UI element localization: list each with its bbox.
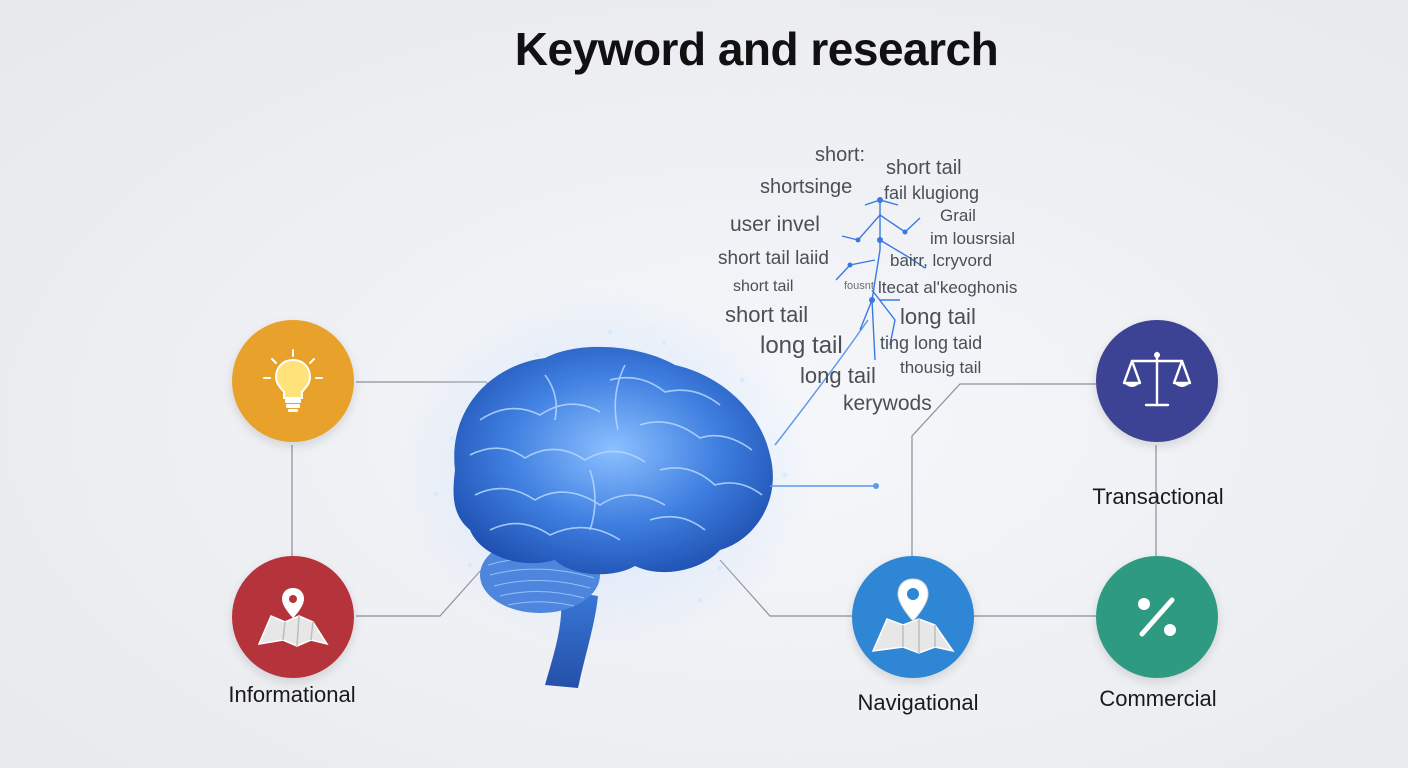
brain-illustration: [433, 319, 879, 688]
navigational-node: [852, 556, 974, 678]
map-pin-icon: [257, 588, 329, 647]
commercial-node: [1096, 556, 1218, 678]
keyword-network-nodes: [847, 197, 908, 303]
keyword-item: Grail: [940, 206, 976, 225]
navigational-label: Navigational: [857, 690, 979, 715]
keyword-item: short tail laiid: [718, 248, 829, 269]
keyword-item: fail klugiong: [884, 183, 980, 203]
brain-link-keywords: [774, 319, 869, 446]
keyword-item: long tail: [800, 363, 876, 388]
informational-node: [232, 320, 354, 442]
map-pin-icon: [871, 578, 955, 654]
keyword-item: short tail: [725, 302, 809, 327]
keyword-item: ltecat al'keoghonis: [878, 278, 1018, 297]
lightbulb-icon: [263, 349, 323, 412]
keyword-item: kerywods: [843, 392, 932, 415]
keyword-item: ting long taid: [880, 333, 983, 353]
keyword-item: long tail: [900, 304, 976, 329]
keyword-item: short tail: [886, 157, 962, 179]
keyword-item: im lousrsial: [930, 229, 1016, 248]
transactional-label: Transactional: [1092, 484, 1224, 509]
keyword-item: user invel: [730, 213, 820, 236]
transactional-node: [1096, 320, 1218, 442]
cerebrum: [453, 346, 773, 575]
connector-transactional: [911, 383, 1096, 556]
percent-icon: [1138, 597, 1176, 637]
commercial-label: Commercial: [1099, 686, 1217, 711]
keyword-item: bairr, lcryvord: [890, 251, 993, 270]
scales-icon: [1122, 351, 1192, 407]
cerebrum-folds: [469, 364, 763, 541]
keyword-item: thousig tail: [900, 358, 982, 377]
informational-map-node: [232, 556, 354, 678]
page-title: Keyword and research: [514, 23, 999, 75]
keyword-item: shortsinge: [760, 176, 853, 198]
keyword-item: short:: [815, 144, 866, 166]
keyword-item: fousnt: [844, 280, 874, 292]
keyword-item: long tail: [760, 332, 843, 359]
brain-stem: [545, 590, 598, 688]
keyword-item: short tail: [733, 278, 794, 295]
neural-dots: [433, 329, 788, 603]
informational-label: Informational: [228, 682, 356, 707]
